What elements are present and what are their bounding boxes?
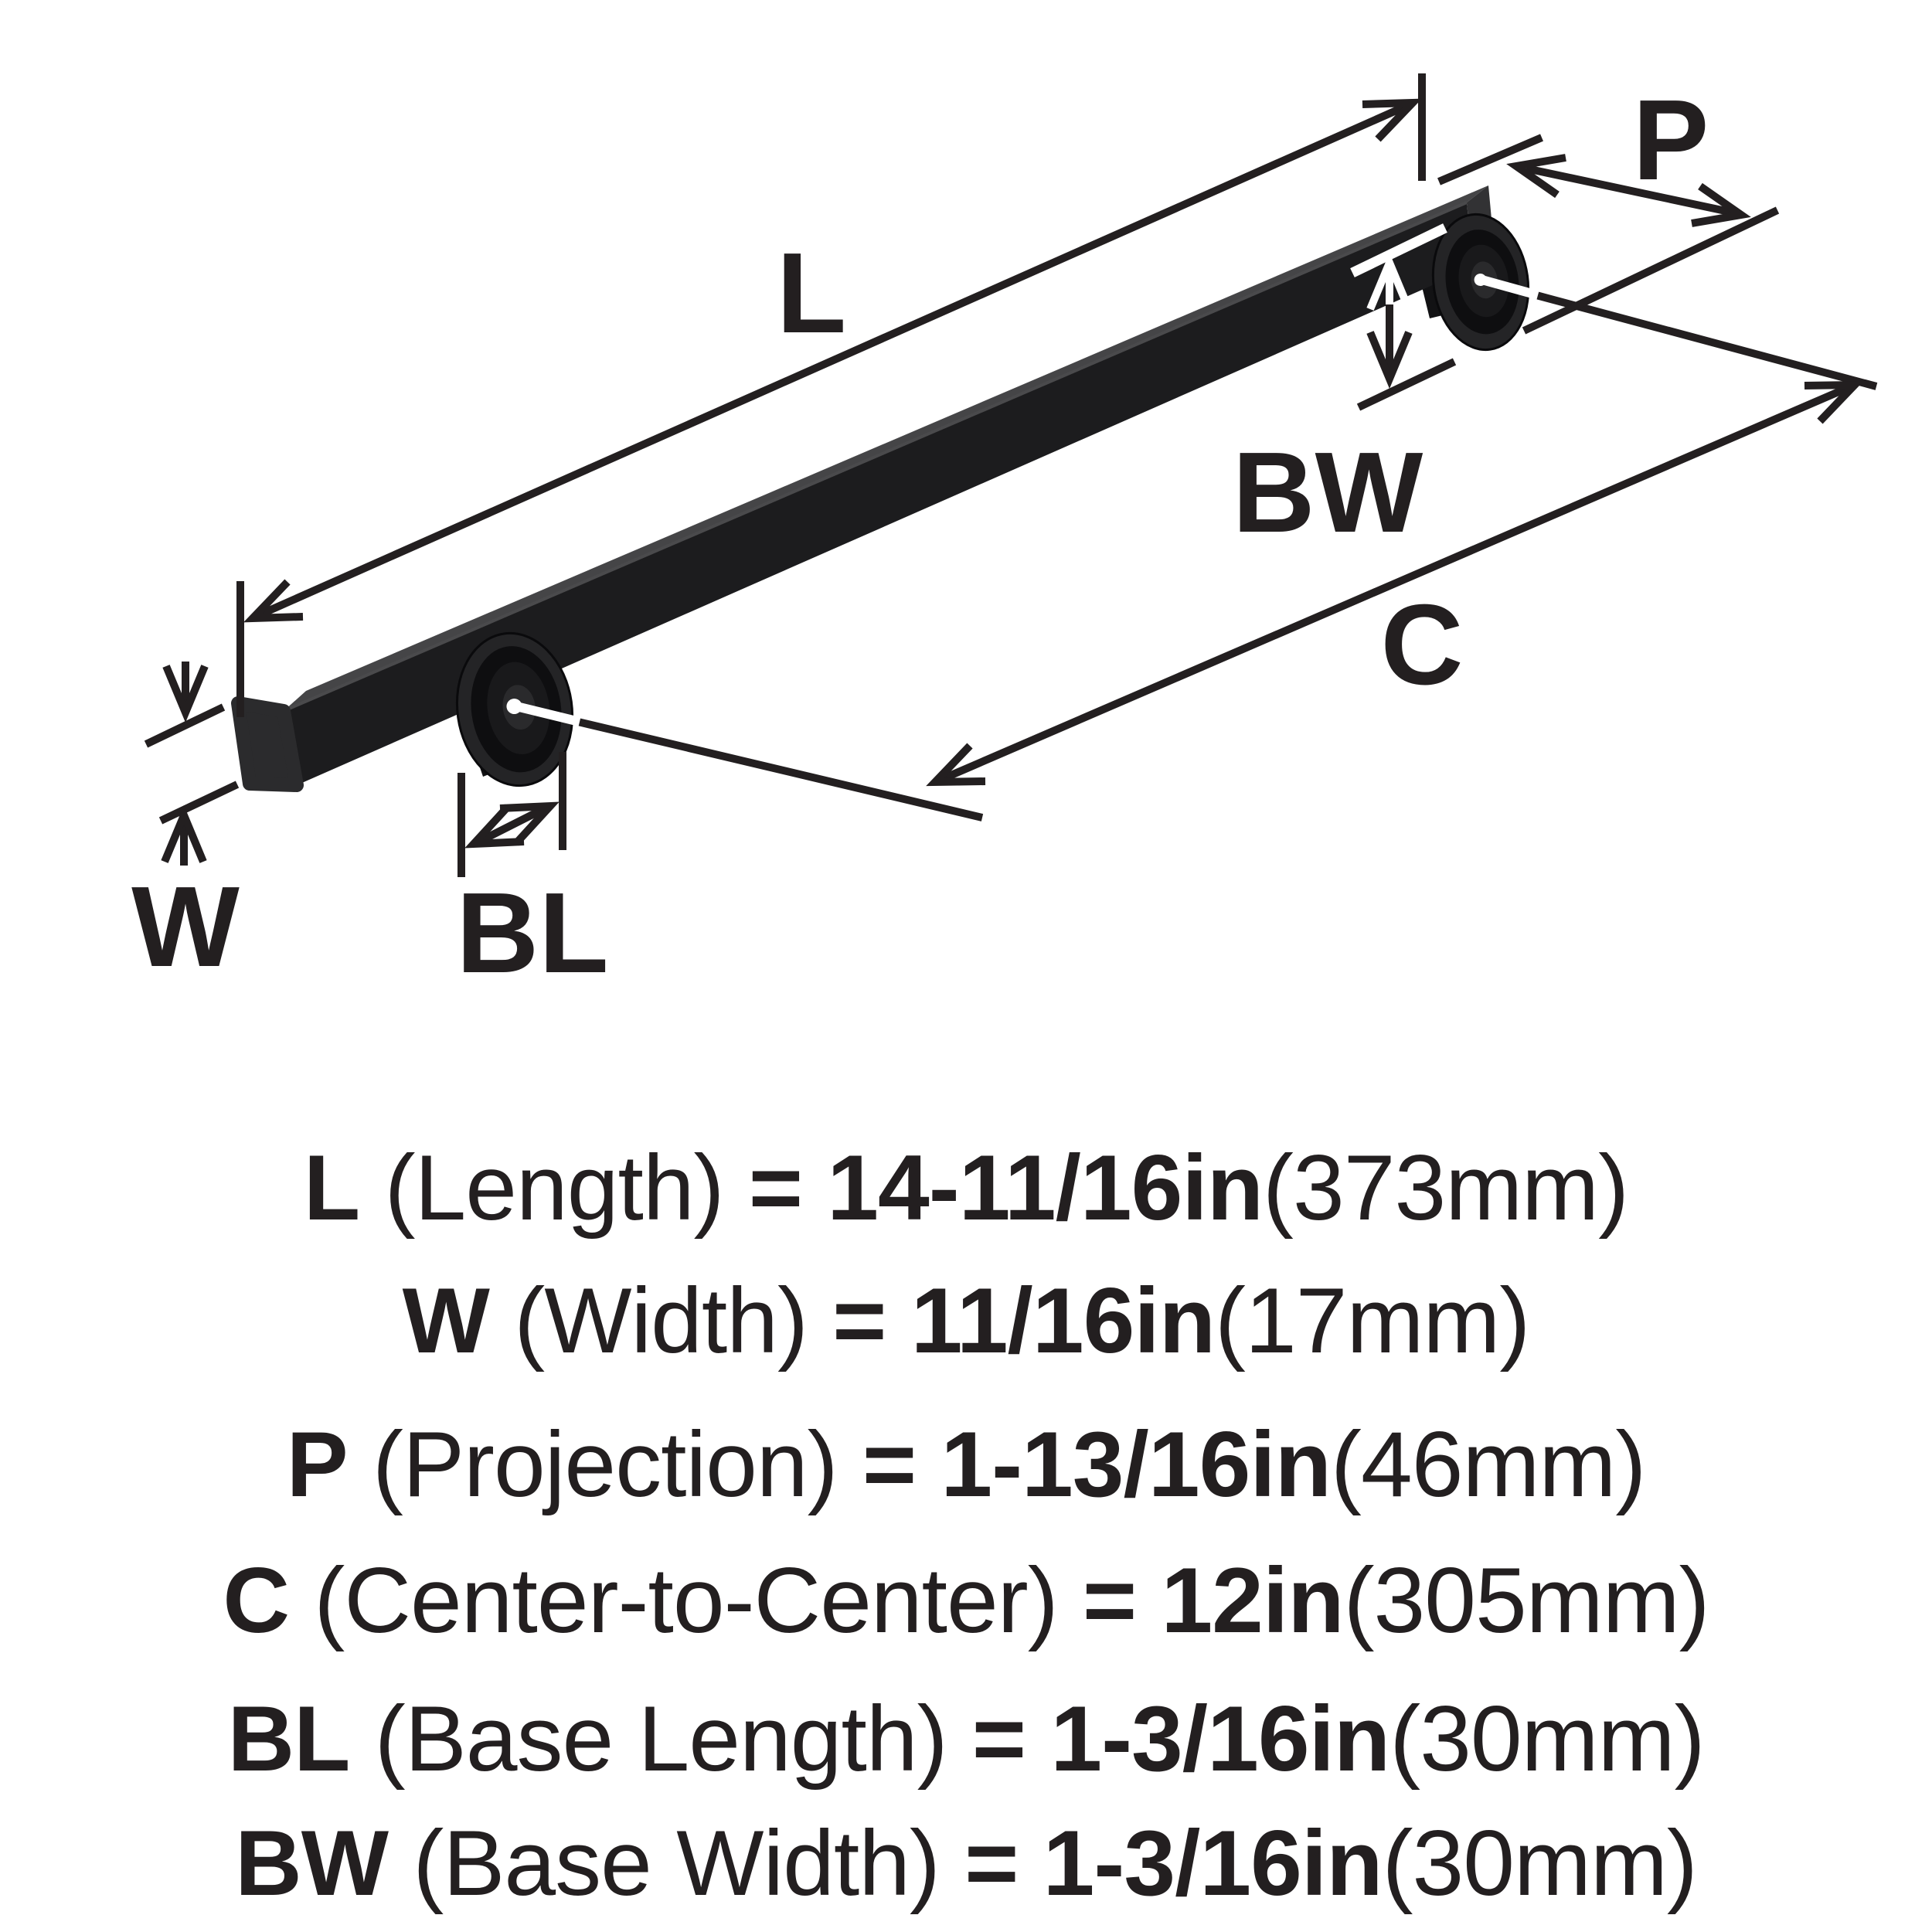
- equals-sign: =: [748, 1136, 803, 1240]
- l-dimension-line: [258, 103, 1407, 618]
- spec-row-length: L (Length) = 14-11/16in(373mm): [0, 1122, 1932, 1253]
- spec-row-center-to-center: C (Center-to-Center) = 12in(305mm): [0, 1535, 1932, 1666]
- label-BW: BW: [1233, 429, 1423, 556]
- p-arrowhead-right: [1691, 182, 1751, 227]
- l-arrowhead-left: [243, 579, 304, 623]
- c-leader-rear-black: [1535, 291, 1878, 390]
- dimension-labels: L P BW C W BL: [131, 77, 1709, 997]
- spec-letter: BL: [227, 1687, 350, 1791]
- p-arrow-shaft: [1525, 165, 1738, 217]
- spec-value-metric: (46mm): [1331, 1413, 1646, 1516]
- dimension-P: [1437, 134, 1780, 335]
- dimension-annotations: [144, 73, 1878, 877]
- bar-left-end-cap: [231, 696, 304, 792]
- p-tick-front-face: [1437, 134, 1543, 185]
- c-leader-rear-white: [1478, 274, 1539, 300]
- w-arrowhead-lower: [161, 805, 207, 863]
- equals-sign: =: [964, 1811, 1019, 1915]
- spec-row-base-length: BL (Base Length) = 1-3/16in(30mm): [0, 1673, 1932, 1804]
- spec-value-metric: (30mm): [1389, 1687, 1705, 1791]
- c-leader-front-black: [577, 718, 984, 821]
- spec-value-imperial: 1-3/16in: [1043, 1811, 1383, 1915]
- spec-name: (Width): [514, 1269, 808, 1372]
- spec-name: (Length): [384, 1136, 725, 1240]
- spec-name: (Base Width): [413, 1811, 940, 1915]
- spec-name: (Projection): [372, 1413, 838, 1516]
- label-C: C: [1381, 581, 1464, 709]
- spec-value-metric: (305mm): [1343, 1549, 1710, 1652]
- p-tick-mounting-plane: [1522, 206, 1780, 335]
- label-BL: BL: [456, 869, 608, 997]
- spec-value-imperial: 12in: [1161, 1549, 1344, 1652]
- label-W: W: [131, 863, 240, 991]
- c-arrowhead-left: [926, 743, 986, 787]
- dimension-BW: [1350, 223, 1457, 411]
- spec-value-imperial: 1-13/16in: [940, 1413, 1332, 1516]
- bar-top-edge-highlight: [283, 201, 1468, 713]
- spec-row-width: W (Width) = 11/16in(17mm): [0, 1255, 1932, 1386]
- spec-name: (Base Length): [374, 1687, 948, 1791]
- dimension-W: [144, 662, 240, 866]
- equals-sign: =: [862, 1413, 917, 1516]
- spec-value-metric: (30mm): [1382, 1811, 1698, 1915]
- spec-row-projection: P (Projection) = 1-13/16in(46mm): [0, 1399, 1932, 1530]
- spec-letter: C: [223, 1549, 290, 1652]
- dimension-C: [577, 291, 1878, 821]
- p-arrowhead-left: [1506, 154, 1566, 199]
- spec-letter: P: [286, 1413, 349, 1516]
- w-arrowhead-upper: [162, 665, 209, 723]
- dimension-L: [236, 73, 1426, 717]
- w-tick-bottom: [158, 781, 240, 825]
- bw-tick-bottom: [1356, 358, 1457, 411]
- spec-letter: BW: [235, 1811, 389, 1915]
- spec-letter: W: [402, 1269, 490, 1372]
- bw-tick-top-white: [1350, 223, 1447, 277]
- label-L: L: [777, 230, 846, 357]
- dimension-BL: [457, 752, 566, 877]
- bl-arrowhead-upper-right: [499, 801, 560, 846]
- spec-value-imperial: 1-3/16in: [1050, 1687, 1390, 1791]
- spec-letter: L: [303, 1136, 360, 1240]
- w-tick-top: [144, 703, 226, 748]
- equals-sign: =: [1083, 1549, 1137, 1652]
- spec-value-metric: (373mm): [1263, 1136, 1629, 1240]
- bl-arrowhead-lower-left: [464, 804, 525, 849]
- spec-value-imperial: 11/16in: [910, 1269, 1216, 1372]
- bar-front-face: [284, 202, 1473, 785]
- c-leader-front-white: [512, 701, 581, 726]
- bw-arrowhead-upper-white: [1366, 253, 1413, 311]
- equals-sign: =: [971, 1687, 1026, 1791]
- label-P: P: [1633, 77, 1709, 204]
- spec-value-imperial: 14-11/16in: [827, 1136, 1264, 1240]
- equals-sign: =: [832, 1269, 886, 1372]
- bl-arrow-shaft: [477, 804, 547, 845]
- bar-top-face: [284, 185, 1488, 711]
- spec-name: (Center-to-Center): [314, 1549, 1058, 1652]
- c-arrowhead-right: [1804, 380, 1864, 424]
- c-dimension-line: [934, 381, 1856, 786]
- l-arrowhead-right: [1362, 98, 1423, 142]
- spec-value-metric: (17mm): [1215, 1269, 1530, 1372]
- spec-row-base-width: BW (Base Width) = 1-3/16in(30mm): [0, 1798, 1932, 1929]
- bw-arrowhead-lower: [1366, 331, 1413, 389]
